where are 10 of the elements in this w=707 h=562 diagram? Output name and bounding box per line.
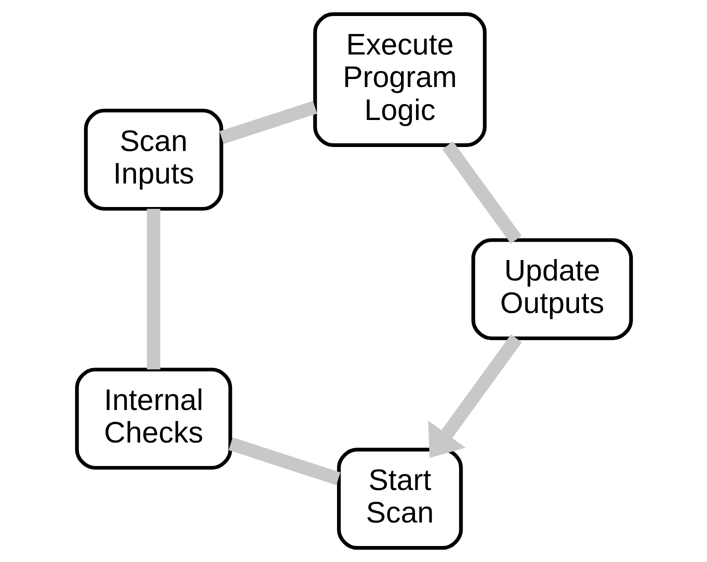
node-box: Execute Program Logic (312, 12, 486, 148)
arrow (428, 334, 522, 458)
connector (442, 141, 522, 244)
node-box: Start Scan (336, 448, 462, 550)
node-box: Scan Inputs (84, 108, 223, 211)
connector (228, 437, 340, 486)
node-box: Update Outputs (470, 238, 632, 340)
node-box: Internal Checks (74, 368, 232, 470)
connector (219, 100, 317, 144)
connector (146, 208, 160, 370)
